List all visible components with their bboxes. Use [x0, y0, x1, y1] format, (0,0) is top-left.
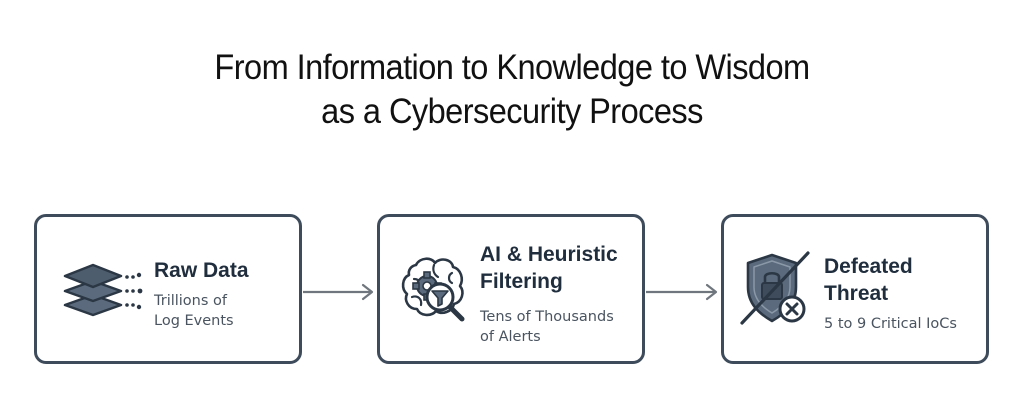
stage-card-defeated-threat: Defeated Threat 5 to 9 Critical IoCs [721, 214, 989, 364]
stage-text: Raw Data Trillions of Log Events [154, 257, 249, 331]
stage-subtitle-line-1: Tens of Thousands [480, 309, 614, 325]
stage-text: AI & Heuristic Filtering Tens of Thousan… [480, 241, 618, 347]
brain-filter-magnifier-icon [394, 249, 474, 333]
stage-title-line: Raw Data [154, 259, 249, 282]
stacked-layers-icon [55, 255, 145, 323]
stage-subtitle-line-2: of Alerts [480, 329, 541, 345]
stage-card-ai-filtering: AI & Heuristic Filtering Tens of Thousan… [377, 214, 645, 364]
crossed-shield-icon [736, 247, 818, 333]
stage-title-line-1: AI & Heuristic [480, 243, 618, 266]
stage-subtitle-line: 5 to 9 Critical IoCs [824, 316, 957, 332]
stage-title: Raw Data [154, 257, 249, 284]
stage-subtitle: 5 to 9 Critical IoCs [824, 314, 957, 334]
stage-title: AI & Heuristic Filtering [480, 241, 618, 295]
title-line-1: From Information to Knowledge to Wisdom [214, 48, 810, 87]
stage-subtitle: Tens of Thousands of Alerts [480, 307, 618, 347]
stage-text: Defeated Threat 5 to 9 Critical IoCs [824, 253, 957, 334]
stage-title-line-2: Filtering [480, 270, 563, 293]
stage-title-line-1: Defeated [824, 255, 913, 278]
flow-arrow [646, 282, 719, 302]
stage-card-raw-data: Raw Data Trillions of Log Events [34, 214, 302, 364]
diagram-title: From Information to Knowledge to Wisdom … [36, 46, 988, 134]
stage-title-line-2: Threat [824, 282, 889, 305]
title-line-2: as a Cybersecurity Process [321, 92, 703, 131]
flow-arrow [303, 282, 375, 302]
stage-subtitle-line-1: Trillions of [154, 293, 228, 309]
stage-subtitle-line-2: Log Events [154, 313, 234, 329]
stage-subtitle: Trillions of Log Events [154, 291, 249, 331]
stage-title: Defeated Threat [824, 253, 957, 307]
